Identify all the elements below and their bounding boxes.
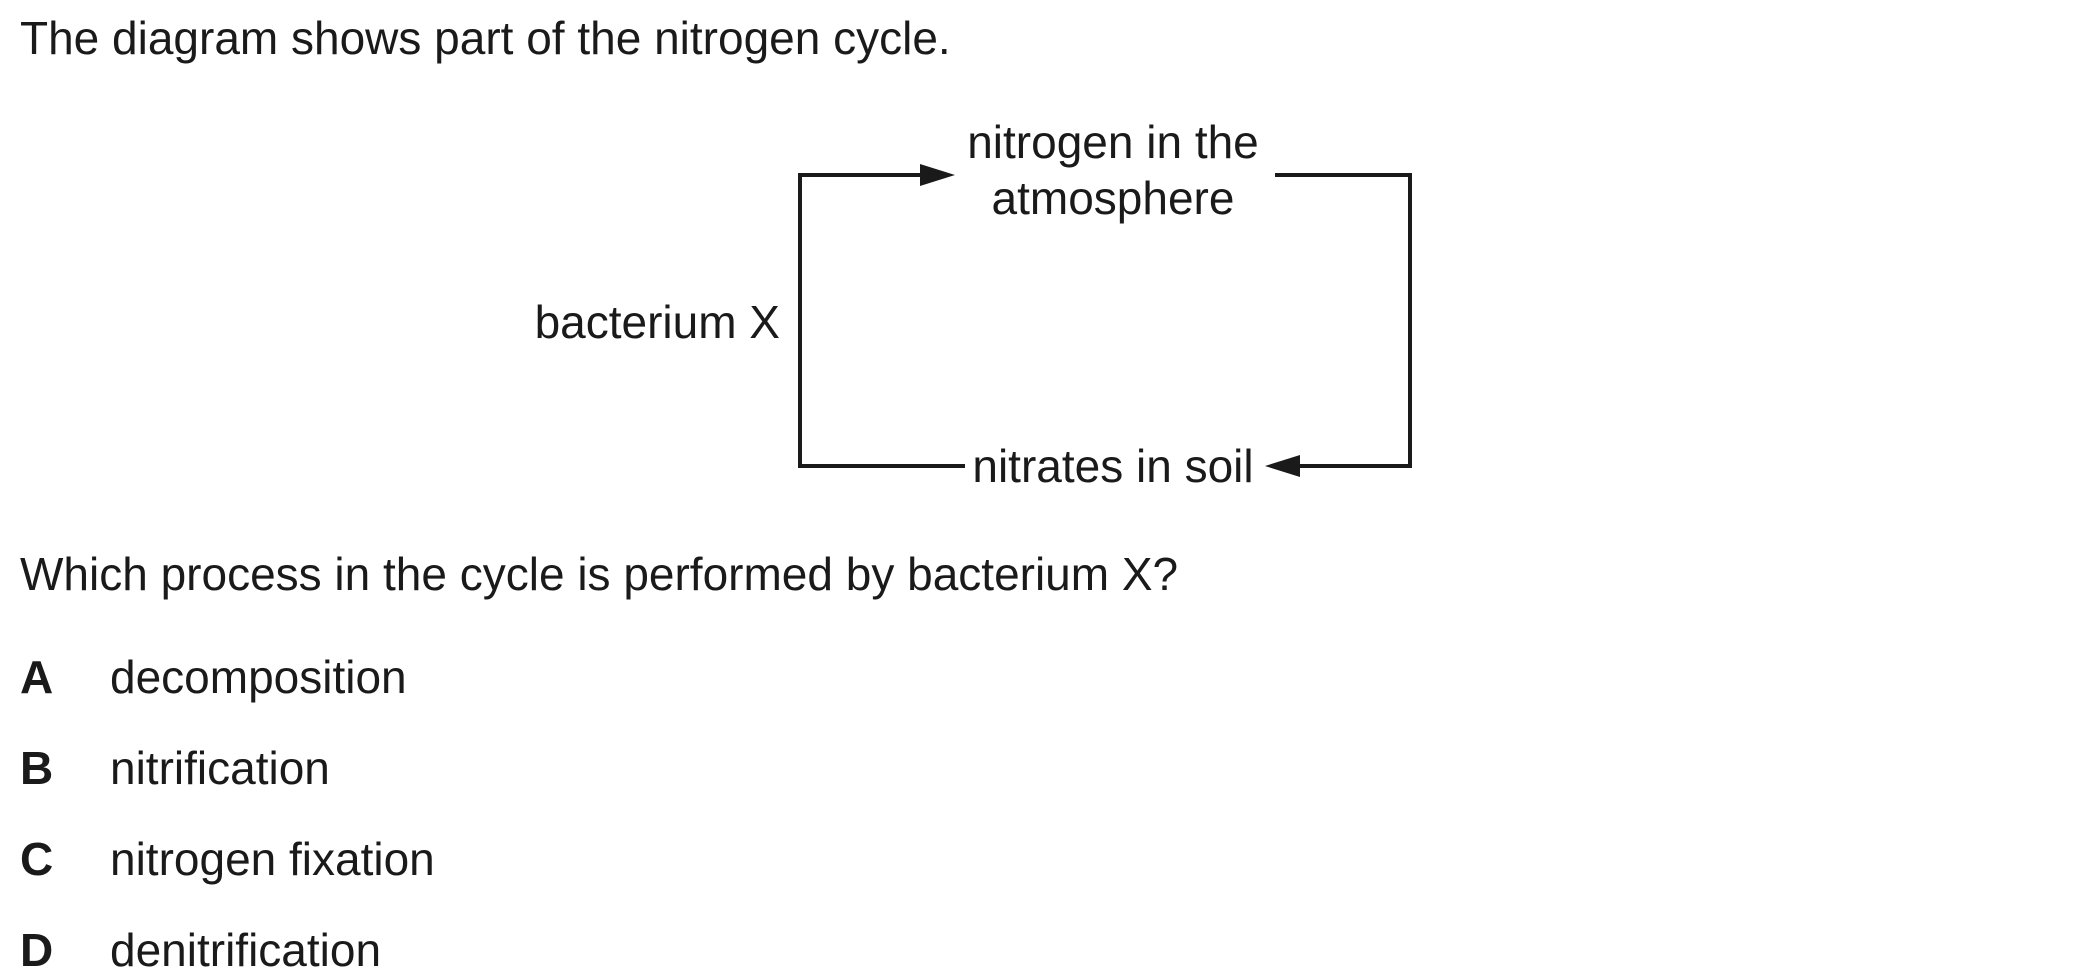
option-letter: C xyxy=(20,833,54,885)
option-text: denitrification xyxy=(110,924,382,976)
soil-label: nitrates in soil xyxy=(972,440,1253,492)
atmosphere-label-line2: atmosphere xyxy=(992,172,1235,224)
right-cycle-line xyxy=(1275,173,1412,468)
atmosphere-label-line1: nitrogen in the xyxy=(967,116,1259,168)
left-cycle-line xyxy=(798,173,965,468)
option-letter: A xyxy=(20,651,54,703)
intro-text: The diagram shows part of the nitrogen c… xyxy=(20,12,951,64)
option-text: nitrogen fixation xyxy=(110,833,435,885)
option-text: decomposition xyxy=(110,651,407,703)
option-letter: B xyxy=(20,742,54,794)
option-letter: D xyxy=(20,924,54,976)
question-text: Which process in the cycle is performed … xyxy=(20,548,1179,600)
arrow-to-atmosphere xyxy=(920,164,955,186)
bacterium-label: bacterium X xyxy=(535,296,780,348)
arrow-to-soil xyxy=(1265,455,1300,477)
option-text: nitrification xyxy=(110,742,330,794)
